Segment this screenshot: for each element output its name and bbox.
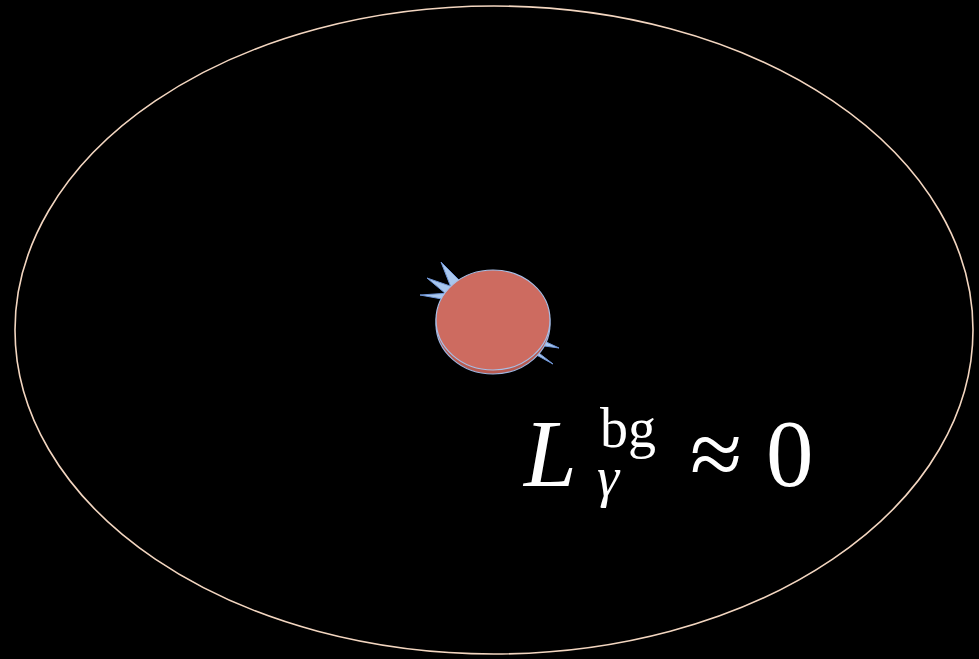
superscript: bg: [600, 400, 656, 456]
equation-value: ≈ 0: [690, 407, 813, 502]
luminosity-symbol: L: [524, 407, 577, 502]
subscript: γ: [597, 449, 619, 505]
red-disk: [436, 270, 550, 370]
boundary-ellipse: [15, 6, 973, 654]
